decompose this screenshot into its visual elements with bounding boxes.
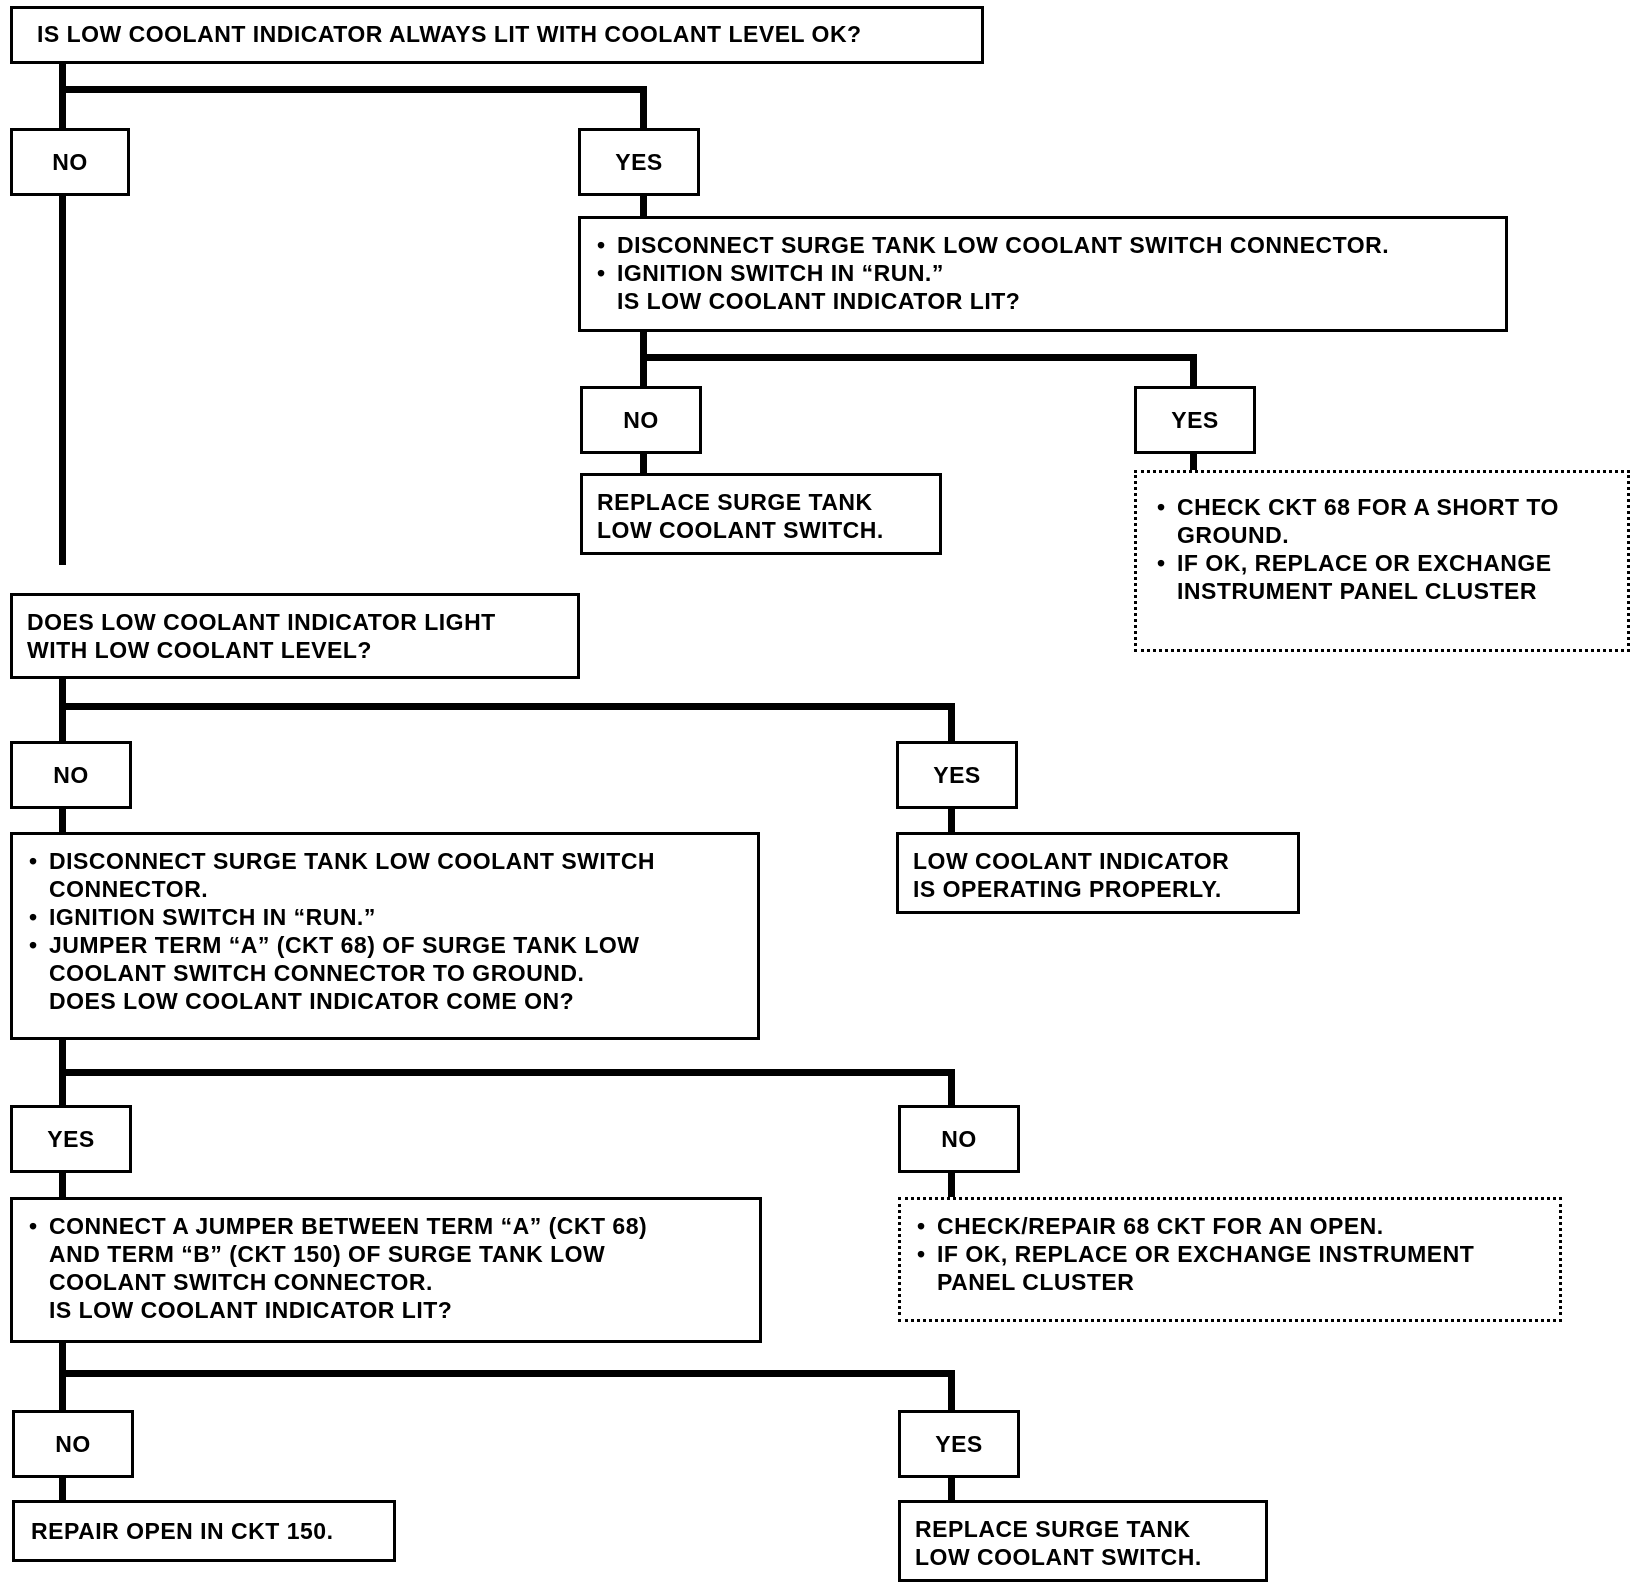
connector-line	[1190, 354, 1197, 388]
result-box-replace-switch: REPLACE SURGE TANK LOW COOLANT SWITCH.	[580, 473, 942, 555]
result-box-repair-open: REPAIR OPEN IN CKT 150.	[12, 1500, 396, 1562]
instruction-item: IGNITION SWITCH IN “RUN.”	[595, 259, 1491, 287]
answer-label-yes: YES	[10, 1105, 132, 1173]
answer-label-no: NO	[10, 741, 132, 809]
answer-label-yes: YES	[578, 128, 700, 196]
connector-line	[59, 703, 955, 710]
connector-line	[948, 1370, 955, 1412]
result-box-replace-switch: REPLACE SURGE TANK LOW COOLANT SWITCH.	[898, 1500, 1268, 1582]
connector-line	[640, 450, 647, 475]
question-text: IS LOW COOLANT INDICATOR LIT?	[617, 288, 1021, 314]
connector-line	[640, 194, 647, 218]
answer-label-no: NO	[12, 1410, 134, 1478]
connector-line	[948, 1069, 955, 1107]
step-box-jumper-between-terms: CONNECT A JUMPER BETWEEN TERM “A” (CKT 6…	[10, 1197, 762, 1343]
instruction-item: IF OK, REPLACE OR EXCHANGE INSTRUMENT PA…	[915, 1240, 1545, 1296]
connector-line	[59, 1370, 955, 1377]
question-text: IS LOW COOLANT INDICATOR LIT?	[49, 1297, 453, 1323]
instruction-item: CHECK/REPAIR 68 CKT FOR AN OPEN.	[915, 1212, 1545, 1240]
instruction-item: DISCONNECT SURGE TANK LOW COOLANT SWITCH…	[27, 847, 743, 903]
result-box-operating-properly: LOW COOLANT INDICATOR IS OPERATING PROPE…	[896, 832, 1300, 914]
connector-line	[59, 1474, 66, 1502]
instruction-item: DISCONNECT SURGE TANK LOW COOLANT SWITCH…	[595, 231, 1491, 259]
connector-line	[640, 354, 1197, 361]
answer-label-yes: YES	[896, 741, 1018, 809]
step-box-jumper-to-ground: DISCONNECT SURGE TANK LOW COOLANT SWITCH…	[10, 832, 760, 1040]
question-text: DOES LOW COOLANT INDICATOR COME ON?	[49, 988, 575, 1014]
connector-line	[59, 805, 66, 833]
connector-line	[948, 805, 955, 834]
connector-line	[640, 86, 647, 130]
connector-line	[59, 60, 66, 565]
instruction-item: IGNITION SWITCH IN “RUN.”	[27, 903, 743, 931]
result-box-check-open: CHECK/REPAIR 68 CKT FOR AN OPEN. IF OK, …	[898, 1197, 1562, 1322]
instruction-item: CHECK CKT 68 FOR A SHORT TO GROUND.	[1155, 493, 1609, 549]
answer-label-no: NO	[10, 128, 130, 196]
connector-line	[948, 703, 955, 743]
instruction-item: IF OK, REPLACE OR EXCHANGE INSTRUMENT PA…	[1155, 549, 1609, 605]
question-text: IS LOW COOLANT INDICATOR ALWAYS LIT WITH…	[37, 21, 862, 47]
answer-label-no: NO	[580, 386, 702, 454]
instruction-item: JUMPER TERM “A” (CKT 68) OF SURGE TANK L…	[27, 931, 743, 987]
connector-line	[59, 1069, 955, 1076]
connector-line	[1190, 450, 1197, 472]
question-box-low-coolant-light: DOES LOW COOLANT INDICATOR LIGHT WITH LO…	[10, 593, 580, 679]
answer-label-yes: YES	[1134, 386, 1256, 454]
connector-line	[59, 86, 647, 93]
connector-line	[948, 1169, 955, 1198]
question-box-coolant-level-ok: IS LOW COOLANT INDICATOR ALWAYS LIT WITH…	[10, 6, 984, 64]
answer-label-no: NO	[898, 1105, 1020, 1173]
result-box-check-short: CHECK CKT 68 FOR A SHORT TO GROUND. IF O…	[1134, 470, 1630, 652]
connector-line	[59, 1169, 66, 1198]
answer-label-yes: YES	[898, 1410, 1020, 1478]
instruction-item: CONNECT A JUMPER BETWEEN TERM “A” (CKT 6…	[27, 1212, 745, 1296]
step-box-disconnect-switch: DISCONNECT SURGE TANK LOW COOLANT SWITCH…	[578, 216, 1508, 332]
connector-line	[948, 1474, 955, 1502]
